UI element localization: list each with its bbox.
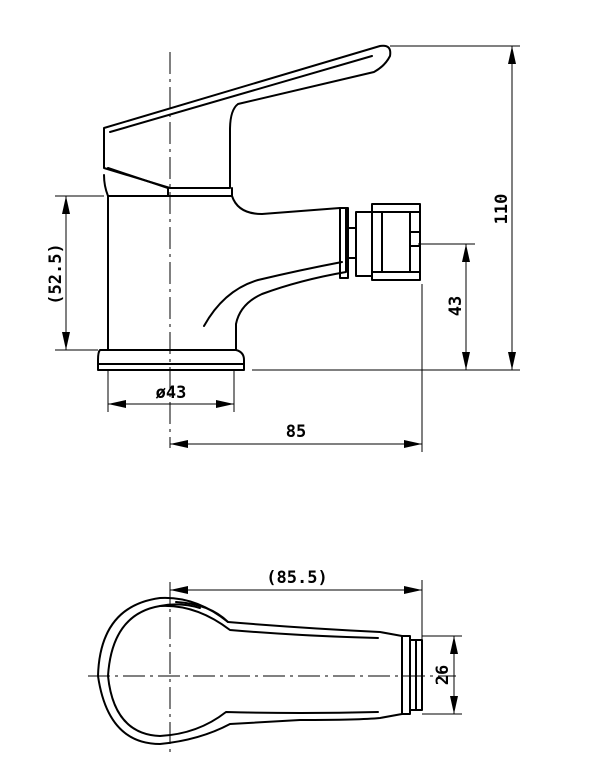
aerator — [339, 203, 421, 281]
lever-handle — [103, 44, 392, 189]
dim-26-label: 26 — [433, 665, 453, 685]
side-view: 110 43 (52.5) ø43 85 — [46, 44, 520, 452]
dim-43-label: 43 — [446, 296, 466, 316]
dim-diameter-label: ø43 — [156, 383, 187, 403]
dim-85-5-label: (85.5) — [266, 568, 327, 588]
dim-outlet-width: 26 — [433, 636, 458, 714]
base-plate — [97, 349, 245, 371]
dim-85-label: 85 — [286, 422, 306, 442]
dim-52-5-label: (52.5) — [46, 243, 66, 304]
tap-body — [103, 174, 109, 351]
dim-base-diameter: ø43 — [108, 383, 234, 408]
dim-spout-height: 43 — [446, 244, 470, 370]
dim-110-label: 110 — [492, 194, 512, 225]
dim-height-total: 110 — [492, 46, 516, 370]
top-outline — [97, 596, 403, 745]
spout — [235, 207, 347, 351]
dim-projection: 85 — [170, 422, 422, 448]
dim-base-to-body: (52.5) — [46, 196, 70, 350]
top-view: (85.5) 26 — [88, 568, 462, 752]
top-outlet — [401, 635, 423, 715]
dim-top-length: (85.5) — [170, 568, 422, 594]
